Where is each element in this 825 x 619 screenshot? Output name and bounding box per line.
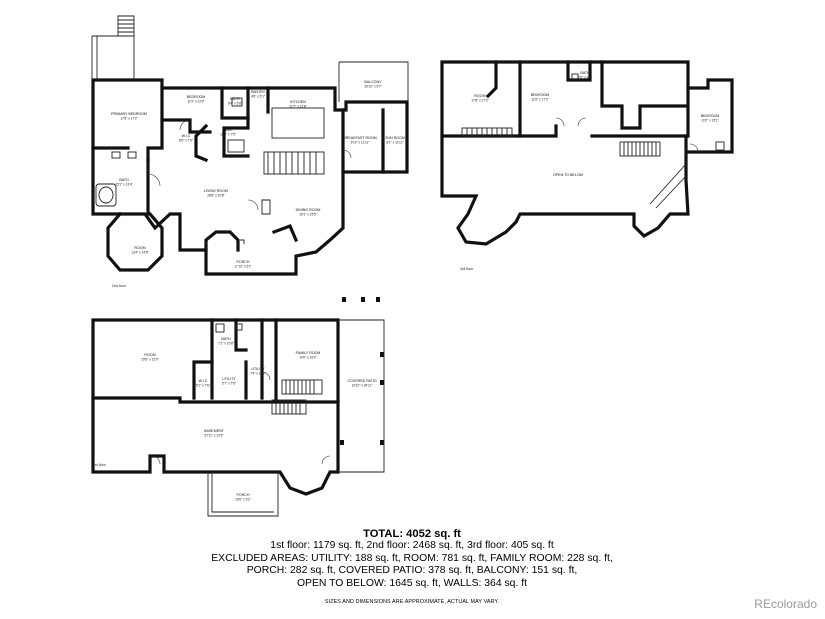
patio-post xyxy=(361,297,365,302)
brand-watermark: REcolorado xyxy=(754,597,817,611)
room-dimensions-room-1: 29'8" x 15'0" xyxy=(141,357,158,361)
room-dimensions-bedroom-3b: 10'2" x 15'1" xyxy=(701,118,718,122)
room-name-porch-1: PORCH xyxy=(237,493,250,497)
patio-post xyxy=(380,352,384,357)
room-name-kitchen: KITCHEN xyxy=(290,100,306,104)
room-dimensions-primary-bedroom: 17'8" x 17'2" xyxy=(120,116,137,120)
room-name-bath-3: BATH xyxy=(580,71,590,75)
room-dimensions-balcony: 15'10" x 9'7" xyxy=(364,84,381,88)
third-floor-label: 3rd floor xyxy=(460,267,474,271)
room-name-hall: HALL xyxy=(224,128,233,132)
room-name-room-2: ROOM xyxy=(134,246,145,250)
summary-line-excluded: EXCLUDED AREAS: UTILITY: 188 sq. ft, ROO… xyxy=(211,552,613,564)
room-name-sun-room: SUN ROOM xyxy=(385,136,405,140)
room-dimensions-dining-room: 16'1" x 15'5" xyxy=(299,212,316,216)
room-dimensions-breakfast-room: 9'10" x 11'11" xyxy=(351,140,370,144)
room-dimensions-kitchen: 21'7" x 21'8" xyxy=(289,104,306,108)
room-name-room-3: ROOM xyxy=(474,94,485,98)
room-dimensions-porch-2: 17'10" x 5'1" xyxy=(234,264,251,268)
third-floor-plan: 3rd floor xyxy=(440,60,734,271)
first-floor-label: 1st floor xyxy=(93,463,107,467)
room-name-bath-1f: BATH xyxy=(221,337,231,341)
total-area: TOTAL: 4052 sq. ft xyxy=(363,528,461,540)
room-name-living-room: LIVING ROOM xyxy=(204,189,228,193)
room-name-open-to-below: OPEN TO BELOW xyxy=(553,173,584,177)
room-dimensions-family-room: 14'0" x 16'0" xyxy=(299,355,316,359)
room-name-bedroom-3b: BEDROOM xyxy=(701,114,720,118)
second-floor-plan: 2nd floor xyxy=(91,15,409,288)
room-dimensions-sun-room: 8'1" x 11'11" xyxy=(386,140,403,144)
room-name-bedroom-3a: BEDROOM xyxy=(531,93,550,97)
room-dimensions-room-2: 13'4" x 14'8" xyxy=(131,250,148,254)
room-name-family-room: FAMILY ROOM xyxy=(296,351,321,355)
room-dimensions-basement: 57'11" x 22'5" xyxy=(204,433,223,437)
room-name-porch-2: PORCH xyxy=(237,260,250,264)
room-dimensions-bath-3: 7'5" x 6'7" xyxy=(578,75,592,79)
room-name-covered-patio: COVERED PATIO xyxy=(347,379,376,383)
patio-post xyxy=(380,440,384,445)
first-floor-plan: 1st floor xyxy=(91,297,385,517)
room-name-bedroom-1: BEDROOM xyxy=(187,95,206,99)
room-name-dining-room: DINING ROOM xyxy=(296,208,321,212)
room-dimensions-wic-1: 5'1" x 7'6" xyxy=(196,383,210,387)
summary-line-floors: 1st floor: 1179 sq. ft, 2nd floor: 2468 … xyxy=(270,540,554,552)
room-name-basement: BASEMENT xyxy=(204,429,225,433)
room-name-balcony: BALCONY xyxy=(364,80,382,84)
patio-post xyxy=(342,297,346,302)
room-name-bath-2: BATH xyxy=(119,178,129,182)
patio-post xyxy=(380,380,384,385)
room-name-wic-1: W.I.C xyxy=(199,379,208,383)
room-name-wic-2: W.I.C xyxy=(182,134,191,138)
area-summary: TOTAL: 4052 sq. ft 1st floor: 1179 sq. f… xyxy=(190,528,634,590)
room-name-utility-b: UTILITY xyxy=(251,367,265,371)
summary-line-excluded-cont: PORCH: 282 sq. ft, COVERED PATIO: 378 sq… xyxy=(246,565,578,577)
disclaimer: SIZES AND DIMENSIONS ARE APPROXIMATE, AC… xyxy=(324,599,500,605)
room-dimensions-utility-a: 5'7" x 7'6" xyxy=(222,381,236,385)
room-dimensions-bath-1: 8'4" x 5'8" xyxy=(228,101,242,105)
room-name-room-1: ROOM xyxy=(144,353,155,357)
room-dimensions-porch-1: 19'6" x 5'2" xyxy=(235,497,251,501)
room-dimensions-wic-2: 8'0" x 7'5" xyxy=(179,138,193,142)
room-dimensions-utility-b: 7'4" x 16'2" xyxy=(250,371,266,375)
room-name-breakfast-room: BREAKFAST ROOM xyxy=(343,136,376,140)
patio-post xyxy=(340,440,344,445)
room-name-utility-a: UTILITY xyxy=(222,377,236,381)
patio-post xyxy=(376,297,380,302)
room-dimensions-pantry: 4'8" x 5'1" xyxy=(251,94,265,98)
room-dimensions-living-room: 28'8" x 20'8" xyxy=(207,193,224,197)
summary-line-open-walls: OPEN TO BELOW: 1645 sq. ft, WALLS: 364 s… xyxy=(296,577,528,589)
room-dimensions-bath-1f: 7'1" x 10'8" xyxy=(218,341,234,345)
room-dimensions-bedroom-1: 11'9" x 12'0" xyxy=(187,99,204,103)
room-dimensions-bedroom-3a: 11'6" x 17'2" xyxy=(531,97,548,101)
room-name-primary-bedroom: PRIMARY BEDROOM xyxy=(111,112,147,116)
room-dimensions-covered-patio: 10'10" x 34'11" xyxy=(352,383,373,387)
room-name-bath-1: BATH xyxy=(230,97,240,101)
room-dimensions-hall: 15'2" x 7'5" xyxy=(220,132,236,136)
second-floor-label: 2nd floor xyxy=(112,284,127,288)
room-name-pantry: PANTRY xyxy=(251,90,266,94)
room-dimensions-room-3: 17'8" x 17'2" xyxy=(471,98,488,102)
room-dimensions-bath-2: 15'1" x 13'4" xyxy=(115,182,132,186)
